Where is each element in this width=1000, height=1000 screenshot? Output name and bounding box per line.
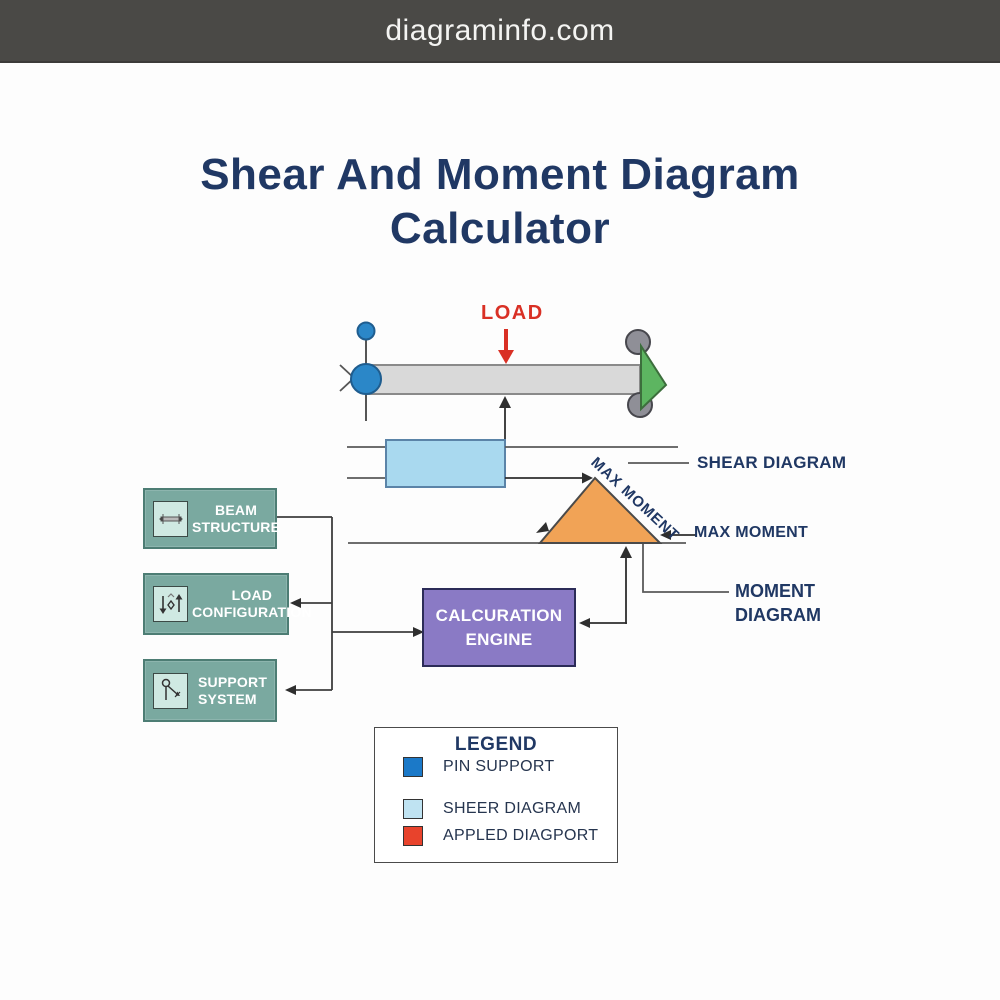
pin-support-circle — [350, 363, 382, 395]
roller-wheel-top — [625, 329, 651, 355]
load-configuration-label: LOAD CONFIGURATION — [192, 587, 312, 620]
page-title-line1: Shear And Moment Diagram — [200, 150, 800, 199]
shear-diagram-rect — [385, 439, 506, 488]
appled-diagport-swatch — [403, 826, 423, 846]
moment-diagram-line1: MOMENT — [735, 581, 815, 601]
beam-icon — [153, 500, 188, 537]
beam-bar — [365, 364, 641, 395]
page-title-line2: Calculator — [389, 204, 611, 253]
moment-triangle — [537, 476, 663, 544]
engine-input-head — [413, 627, 424, 637]
pin-support-top-circle — [356, 321, 376, 341]
legend-item-appled-diagport: APPLED DIAGPORT — [403, 826, 598, 846]
load-label: LOAD — [481, 302, 544, 324]
roller-triangle — [640, 342, 668, 412]
calculation-engine-label: CALCURATION ENGINE — [435, 605, 563, 649]
load-arrow-head — [498, 350, 514, 364]
support-box-connector-head — [285, 685, 296, 695]
legend-title: LEGEND — [454, 734, 538, 755]
elbow-to-engine-head — [579, 618, 590, 628]
appled-diagport-legend-label: APPLED DIAGPORT — [443, 827, 599, 844]
load-arrows-icon — [153, 586, 188, 622]
sheer-diagram-swatch — [403, 799, 423, 819]
load-configuration-box: LOAD CONFIGURATION — [143, 573, 312, 635]
beam-structure-box: BEAM STRUCTURE — [143, 488, 280, 549]
moment-corner-arrow-head — [536, 522, 549, 533]
site-name: diagraminfo.com — [385, 13, 615, 47]
legend-item-pin-support: PIN SUPPORT — [403, 757, 554, 777]
max-moment-label: MAX MOMENT — [694, 524, 809, 541]
load-box-connector-head — [290, 598, 301, 608]
moment-diagram-label: MOMENT DIAGRAM — [735, 579, 821, 627]
pin-support-legend-label: PIN SUPPORT — [443, 758, 555, 775]
beam-structure-label: BEAM STRUCTURE — [192, 501, 281, 535]
header-bar: diagraminfo.com — [0, 0, 1000, 63]
shear-to-moment-arrow-head — [582, 472, 593, 484]
moment-diagram-line2: DIAGRAM — [735, 605, 821, 625]
shear-diagram-label: SHEAR DIAGRAM — [697, 453, 847, 472]
pin-support-swatch — [403, 757, 423, 777]
moment-diagram-leader — [642, 544, 729, 593]
reaction-arrow-head — [499, 396, 511, 408]
legend-box: LEGEND PIN SUPPORT SHEER DIAGRAM APPLED … — [374, 727, 618, 863]
legend-item-sheer-diagram: SHEER DIAGRAM — [403, 799, 581, 819]
sheer-diagram-legend-label: SHEER DIAGRAM — [443, 800, 582, 817]
page-title: Shear And Moment Diagram Calculator — [0, 148, 1000, 256]
support-system-label: SUPPORT SYSTEM — [198, 673, 268, 707]
calculation-engine-box: CALCURATION ENGINE — [422, 588, 576, 667]
support-system-box: SUPPORT SYSTEM — [143, 659, 277, 722]
max-moment-leader-head — [660, 530, 671, 540]
engine-to-moment-arrow-head — [620, 546, 632, 558]
pin-support-icon — [153, 672, 188, 709]
